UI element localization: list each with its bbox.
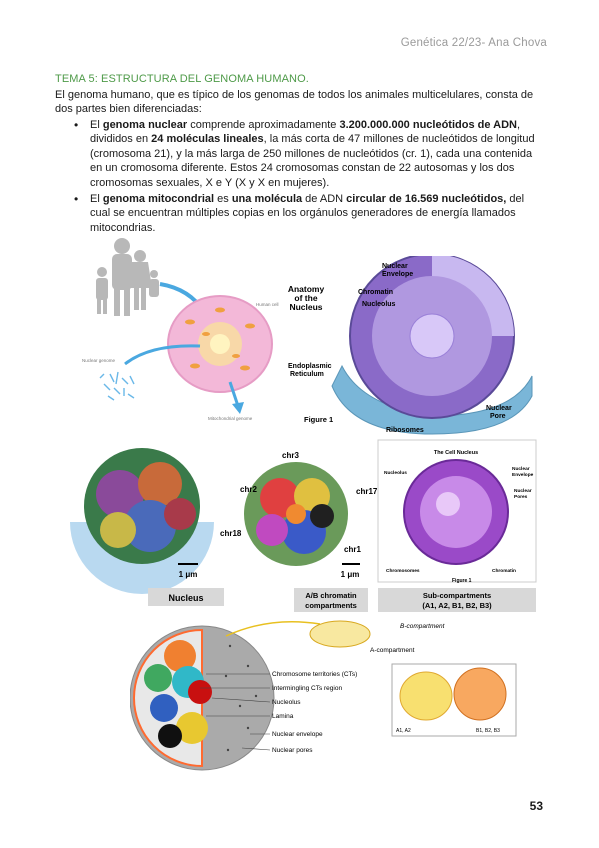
label-chr17: chr17 xyxy=(356,487,378,496)
label-chr18: chr18 xyxy=(220,529,242,538)
page-number: 53 xyxy=(529,799,543,813)
b2-p2: es xyxy=(214,193,232,206)
label-b-comp: B-compartment xyxy=(400,623,446,630)
b1-p3: , divididos en xyxy=(90,119,521,146)
bullet-mito-genome: El genoma mitocondrial es una molécula d… xyxy=(72,192,542,235)
label-inter: Intermingling CTs region xyxy=(272,685,342,692)
figure-human-genomes: Human cell Nuclear genome Mitochondrial … xyxy=(82,238,279,421)
label-human-cell: Human cell xyxy=(256,302,279,307)
yellow-connector xyxy=(225,620,321,637)
label-mito-genome: Mitochondrial genome xyxy=(208,416,253,421)
anatomy-title-3: Nucleus xyxy=(289,302,322,312)
label-chromosomes: Chromosomes xyxy=(386,568,420,574)
page-header: Genética 22/23- Ana Chova xyxy=(400,37,547,49)
section-title: TEMA 5: ESTRUCTURA DEL GENOMA HUMANO. xyxy=(55,73,309,85)
label-pore-2: Pore xyxy=(490,413,506,420)
b123-blob xyxy=(453,667,507,721)
family-silhouette-icon xyxy=(96,238,159,316)
label-nucleolus-small: Nucleolus xyxy=(384,470,407,476)
a-compartment-blob xyxy=(309,620,371,648)
caption-ab-1: A/B chromatin xyxy=(305,591,357,600)
label-envelope-2: Envelope xyxy=(512,472,534,478)
mitochondria-icons xyxy=(185,307,255,371)
label-chr1: chr1 xyxy=(344,545,361,554)
caption-sub-1: Sub-compartments xyxy=(423,591,491,600)
label-er-1: Endoplasmic xyxy=(288,363,332,370)
b2-b1: genoma mitocondrial xyxy=(102,193,215,206)
label-a-comp: A-compartment xyxy=(370,647,415,654)
figure-nucleus-anatomy: Anatomy of the Nucleus Nuclear Envelope … xyxy=(288,256,533,435)
leader-nucleolus xyxy=(211,697,271,703)
b1-p4: , la más corta de 47 millones de nucleót… xyxy=(90,133,535,189)
nucleolus-shape xyxy=(409,313,455,359)
ab-caption-box xyxy=(294,588,368,612)
label-pores-1: Nuclear xyxy=(514,488,532,494)
scale-label-2: 1 μm xyxy=(341,570,360,579)
caption-nucleus: Nucleus xyxy=(168,593,203,603)
label-a1a2: A1, A2 xyxy=(396,728,411,734)
figure-label-1: Figure 1 xyxy=(304,415,333,424)
label-chr3: chr3 xyxy=(282,451,299,460)
label-nucleolus: Nucleolus xyxy=(362,301,396,308)
b2-p3: de ADN xyxy=(302,193,347,206)
chromosome-territories xyxy=(144,640,208,748)
a1a2-blob xyxy=(399,671,453,721)
bullet-nuclear-genome: El genoma nuclear comprende aproximadame… xyxy=(72,118,542,190)
figure-compartments: Chromosome territories (CTs) Intermingli… xyxy=(130,620,517,771)
label-ribosomes: Ribosomes xyxy=(386,427,424,434)
label-lamina: Lamina xyxy=(272,713,294,720)
label-pores-4: Nuclear pores xyxy=(272,747,313,754)
label-chr2: chr2 xyxy=(240,485,257,494)
caption-sub-2: (A1, A2, B1, B2, B3) xyxy=(422,601,492,610)
nucleolus-red xyxy=(188,680,212,704)
b2-b2: una molécula xyxy=(231,193,303,206)
figure-label-2: Figure 1 xyxy=(452,578,472,584)
chromosome-cluster-icon xyxy=(99,371,135,401)
b2-p4: del cual se encuentran múltiples copias … xyxy=(90,193,525,234)
label-b123: B1, B2, B3 xyxy=(476,728,500,734)
anatomy-title-1: Anatomy xyxy=(288,284,325,294)
b1-b1: genoma nuclear xyxy=(102,119,188,131)
label-envelope-1: Nuclear xyxy=(512,466,530,472)
bullet-list: El genoma nuclear comprende aproximadame… xyxy=(72,118,542,237)
nuclear-pore-dots xyxy=(224,644,258,752)
cell-nucleus-title: The Cell Nucleus xyxy=(434,450,478,456)
label-chromatin: Chromatin xyxy=(358,289,393,296)
intro-paragraph: El genoma humano, que es típico de los g… xyxy=(55,89,534,116)
arrow-to-mito-genome xyxy=(228,381,240,407)
b2-b3: circular de 16.569 nucleótidos, xyxy=(346,193,507,206)
label-pore-1: Nuclear xyxy=(486,405,512,412)
sub-caption-box xyxy=(378,588,536,612)
label-ct: Chromosome territories (CTs) xyxy=(272,671,357,678)
arrow-to-nuclear-genome xyxy=(124,344,201,366)
arrow-head-2 xyxy=(232,402,244,414)
b1-b3: 24 moléculas lineales xyxy=(151,133,264,146)
b2-p1: El xyxy=(90,193,103,206)
scale-label-1: 1 μm xyxy=(179,570,198,579)
b1-p2: comprende aproximadamente xyxy=(187,119,340,131)
nucleolus-small xyxy=(436,492,460,516)
label-nuclear-envelope-1: Nuclear xyxy=(382,263,408,270)
anatomy-title-2: of the xyxy=(294,293,317,303)
nucleus-caption-box xyxy=(148,588,224,606)
caption-ab-2: compartments xyxy=(305,601,357,610)
b1-b2: 3.200.000.000 nucleótidos de ADN xyxy=(339,119,517,131)
b1-p1: El xyxy=(90,119,103,131)
chromatin-blob-1 xyxy=(84,448,200,564)
label-nuclear-envelope-2: Envelope xyxy=(382,271,413,278)
label-envelope-4: Nuclear envelope xyxy=(272,731,323,738)
figure-chromatin-row: 1 μm Nucleus chr3 chr2 chr17 chr18 chr1 … xyxy=(70,439,537,612)
label-chromatin-small: Chromatin xyxy=(492,568,516,574)
label-nuclear-genome: Nuclear genome xyxy=(82,358,116,363)
chromosome-territories-sphere xyxy=(244,462,348,566)
label-pores-2: Pores xyxy=(514,494,528,500)
nucleus-glow xyxy=(210,334,230,354)
label-er-2: Reticulum xyxy=(290,371,324,378)
leader-pores xyxy=(241,747,271,751)
label-nucleolus-4: Nucleolus xyxy=(272,699,301,706)
